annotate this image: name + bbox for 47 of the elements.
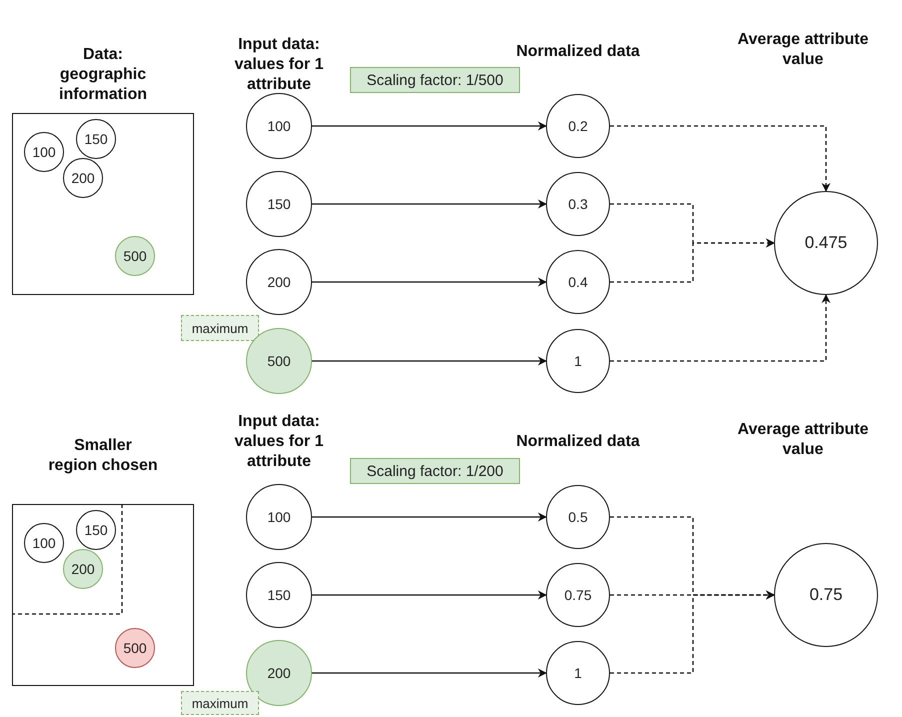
panel-heading: Data: geographic information (58, 45, 148, 105)
column-heading: Average attribute value (736, 30, 870, 70)
value-circle: 150 (76, 510, 116, 550)
value-circle: 0.75 (546, 563, 610, 627)
arrow (311, 590, 547, 600)
value-circle: 500 (115, 628, 155, 668)
column-heading: Input data: values for 1 attribute (234, 412, 324, 472)
value-circle: 150 (76, 119, 116, 159)
value-circle: 200 (246, 249, 312, 315)
arrow (610, 238, 775, 283)
arrow (311, 122, 547, 130)
value-circle: 200 (246, 640, 312, 706)
panel-heading: Smaller region chosen (48, 436, 158, 476)
value-circle: 100 (24, 132, 64, 172)
value-circle: 200 (63, 549, 103, 589)
column-heading: Average attribute value (736, 420, 870, 460)
value-circle: 0.3 (546, 172, 610, 236)
value-circle: 200 (63, 158, 103, 198)
value-circle: 100 (24, 523, 64, 563)
note-tag: maximum (181, 691, 259, 715)
value-circle: 150 (246, 171, 312, 237)
arrow (311, 200, 547, 208)
arrow (610, 294, 830, 362)
value-circle: 100 (246, 93, 312, 159)
value-circle: 1 (546, 329, 610, 393)
arrow (311, 278, 547, 286)
arrow (311, 356, 547, 366)
value-circle: 0.5 (546, 485, 610, 549)
value-circle: 0.75 (774, 543, 878, 647)
column-heading: Normalized data (515, 432, 641, 452)
arrow (311, 668, 547, 678)
value-circle: 0.475 (774, 191, 878, 295)
note-tag: maximum (181, 315, 259, 341)
value-circle: 150 (246, 562, 312, 628)
value-circle: 500 (115, 236, 155, 276)
value-circle: 100 (246, 484, 312, 550)
value-circle: 0.2 (546, 94, 610, 158)
arrow (311, 512, 547, 522)
value-circle: 500 (246, 328, 312, 394)
scaling-factor-box: Scaling factor: 1/500 (350, 67, 520, 93)
value-circle: 1 (546, 641, 610, 705)
column-heading: Input data: values for 1 attribute (234, 35, 324, 95)
arrow (610, 125, 830, 192)
column-heading: Normalized data (515, 42, 641, 62)
value-circle: 0.4 (546, 250, 610, 314)
scaling-factor-box: Scaling factor: 1/200 (350, 458, 520, 484)
arrow (610, 590, 775, 674)
